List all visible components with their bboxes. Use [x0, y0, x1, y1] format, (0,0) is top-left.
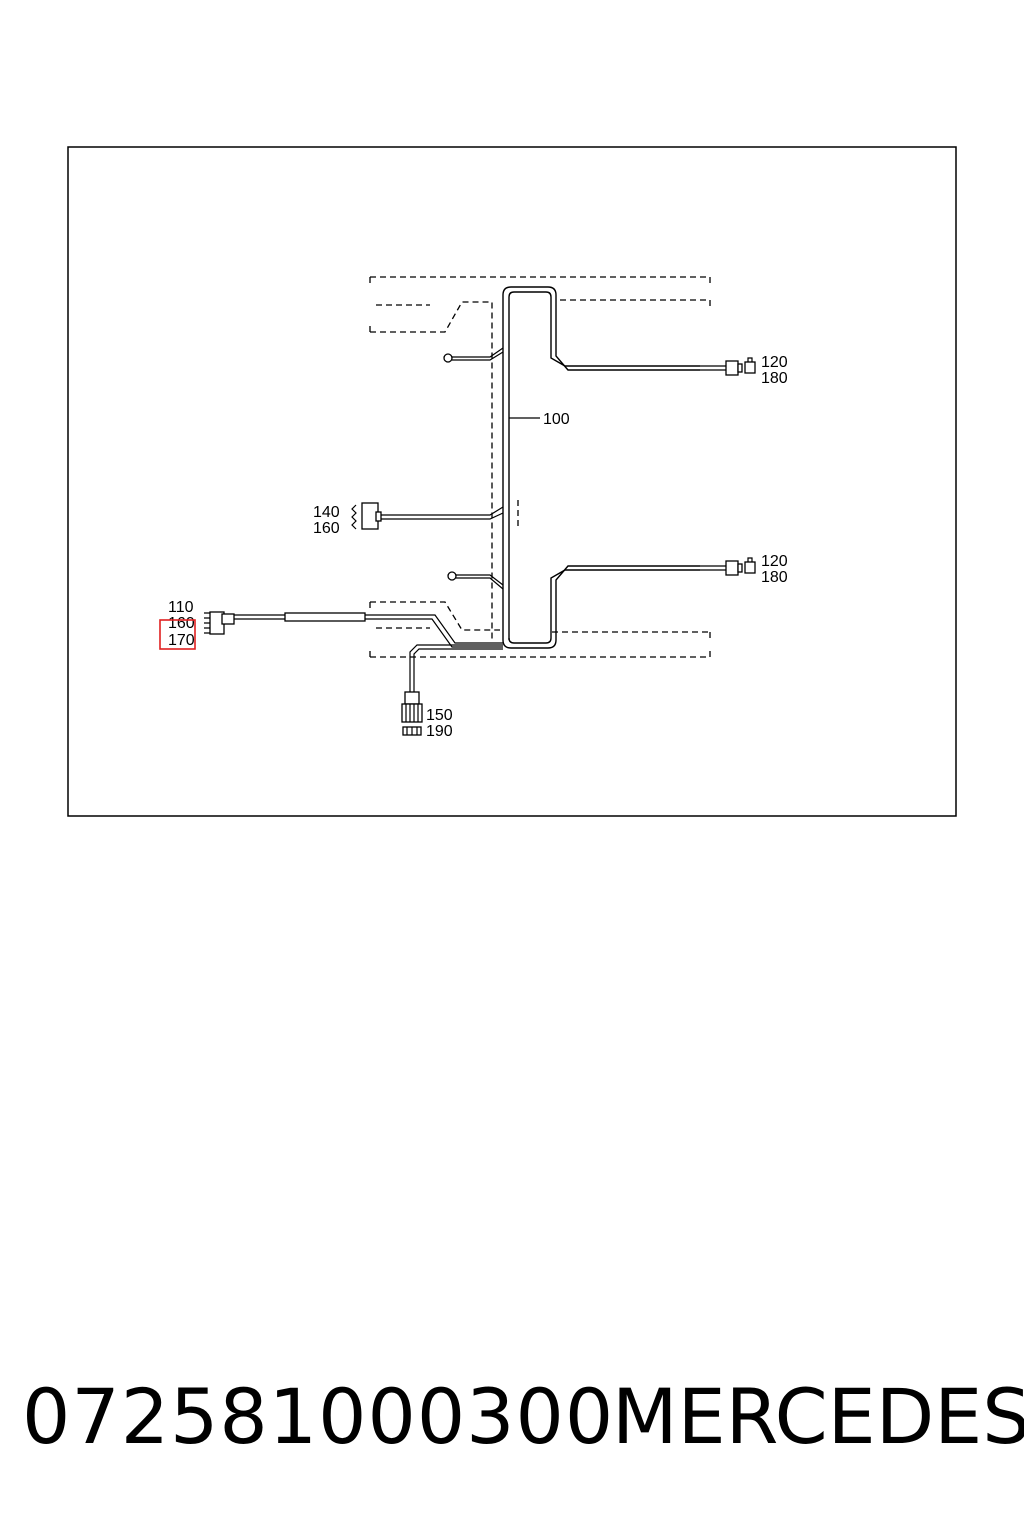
brand-name: MERCEDES: [612, 1372, 1024, 1461]
part-number: 072581000300: [22, 1372, 615, 1461]
callout-160: 160: [168, 615, 195, 632]
ring-terminal-top: [443, 347, 504, 363]
footer: 072581000300 MERCEDES: [0, 1372, 1024, 1482]
callout-120-bottom: 120: [761, 553, 788, 570]
callout-170: 170: [168, 632, 195, 649]
connector-bottom-right: [700, 557, 756, 576]
highlight-box: [159, 619, 196, 650]
callout-100: 100: [543, 411, 570, 428]
connector-top-right: [700, 357, 756, 376]
wiring-harness-diagram: 100 120 180 120 180 140: [67, 146, 957, 817]
connector-middle-left: [351, 502, 504, 530]
callout-120-top: 120: [761, 354, 788, 371]
dashed-outline-bottom: [369, 500, 711, 658]
connector-left: [204, 611, 503, 648]
callout-110: 110: [168, 599, 194, 616]
diagram-frame: [67, 146, 957, 817]
callout-190: 190: [426, 723, 453, 740]
callout-160-mid: 160: [313, 520, 340, 537]
ring-terminal-bottom: [447, 571, 504, 590]
callout-150: 150: [426, 707, 453, 724]
connector-bottom: [401, 644, 503, 736]
main-trunk-wire: [502, 286, 700, 649]
callout-180-top: 180: [761, 370, 788, 387]
callout-180-bottom: 180: [761, 569, 788, 586]
callout-140: 140: [313, 504, 340, 521]
dashed-outline-top: [369, 276, 711, 640]
